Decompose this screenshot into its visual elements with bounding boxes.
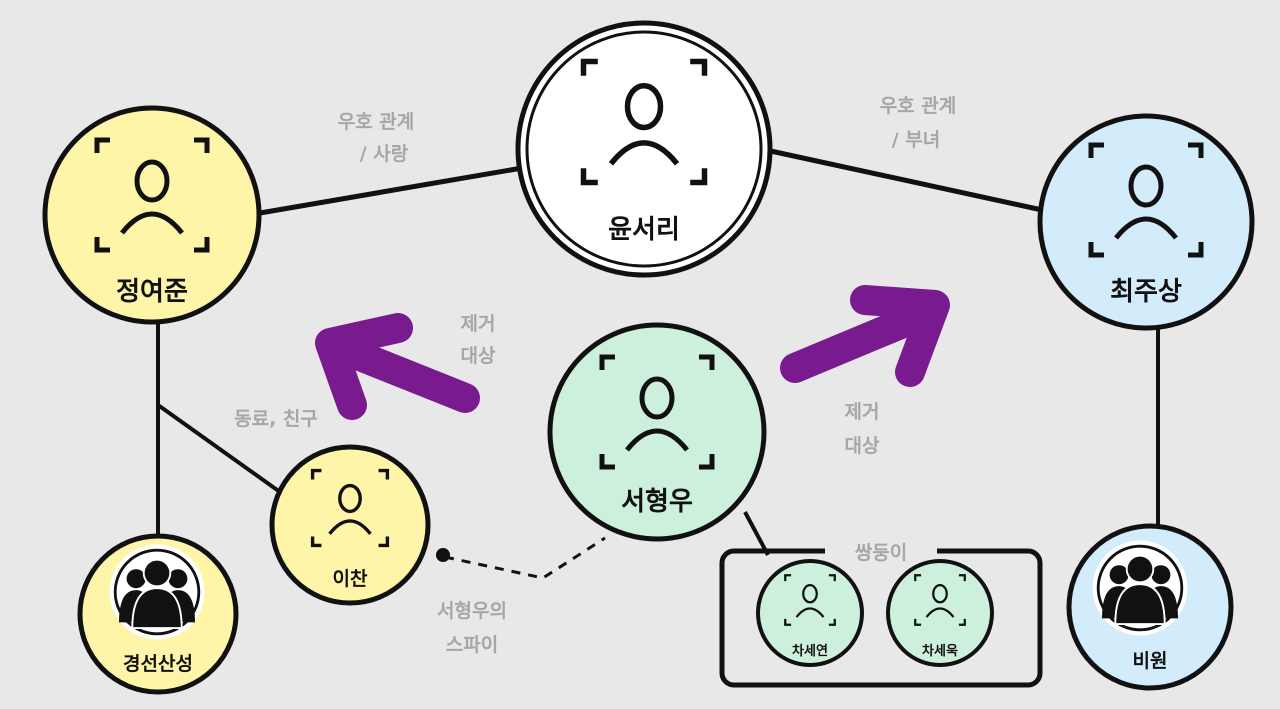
edge-labels: 우호 관계 / 사랑 우호 관계 / 부녀 제거 대상 제거 대상 동료, 친구… bbox=[234, 95, 956, 656]
label-spy-2: 스파이 bbox=[446, 634, 498, 656]
node-name: 서형우 bbox=[621, 487, 693, 517]
twins-label: 쌍둥이 bbox=[855, 542, 907, 564]
spy-endpoint-dot bbox=[436, 548, 450, 562]
label-yoon-jung-2: / 사랑 bbox=[360, 143, 409, 165]
edge-spy-dotted bbox=[444, 536, 606, 580]
node-i-chan[interactable]: 이찬 bbox=[269, 444, 431, 606]
label-yoon-jung-1: 우호 관계 bbox=[338, 111, 415, 133]
label-yoon-choi-2: / 부녀 bbox=[892, 129, 941, 151]
label-colleague: 동료, 친구 bbox=[234, 408, 318, 430]
node-choi-jusang[interactable]: 최주상 bbox=[1037, 113, 1255, 331]
node-name: 최주상 bbox=[1110, 277, 1182, 307]
edge-yoon-jung bbox=[259, 165, 523, 216]
node-seo-hyeongwoo[interactable]: 서형우 bbox=[547, 322, 767, 542]
node-name: 이찬 bbox=[333, 568, 368, 590]
node-biwon[interactable]: 비원 bbox=[1066, 523, 1234, 691]
node-cha-seyeon[interactable]: 차세연 bbox=[756, 559, 864, 667]
node-name: 비원 bbox=[1133, 650, 1168, 672]
node-jung-yeojun[interactable]: 정여준 bbox=[42, 105, 262, 325]
node-yoon-seori[interactable]: 윤서리 bbox=[515, 20, 773, 278]
node-name: 경선산성 bbox=[123, 653, 193, 675]
group-silhouette-icon bbox=[1091, 539, 1189, 637]
label-remove-right-2: 대상 bbox=[845, 435, 880, 457]
node-name: 차세욱 bbox=[922, 643, 958, 659]
arrow-remove-right bbox=[780, 285, 950, 387]
node-gyeongseon-sanseong[interactable]: 경선산성 bbox=[77, 533, 239, 695]
label-spy-1: 서형우의 bbox=[437, 600, 507, 622]
group-silhouette-icon bbox=[108, 543, 206, 641]
label-remove-right-1: 제거 bbox=[845, 401, 880, 423]
arrow-remove-left bbox=[315, 313, 480, 420]
node-name: 정여준 bbox=[116, 277, 188, 307]
label-yoon-choi-1: 우호 관계 bbox=[880, 95, 957, 117]
label-remove-left-1: 제거 bbox=[461, 313, 496, 335]
label-remove-left-2: 대상 bbox=[461, 345, 496, 367]
node-cha-seuk[interactable]: 차세욱 bbox=[886, 559, 994, 667]
edge-jung-ichan bbox=[156, 403, 282, 494]
edge-seo-twins bbox=[743, 511, 770, 556]
node-name: 윤서리 bbox=[608, 215, 680, 245]
node-name: 차세연 bbox=[792, 643, 828, 659]
edge-yoon-choi bbox=[765, 147, 1043, 213]
connection-lines bbox=[156, 147, 1160, 580]
